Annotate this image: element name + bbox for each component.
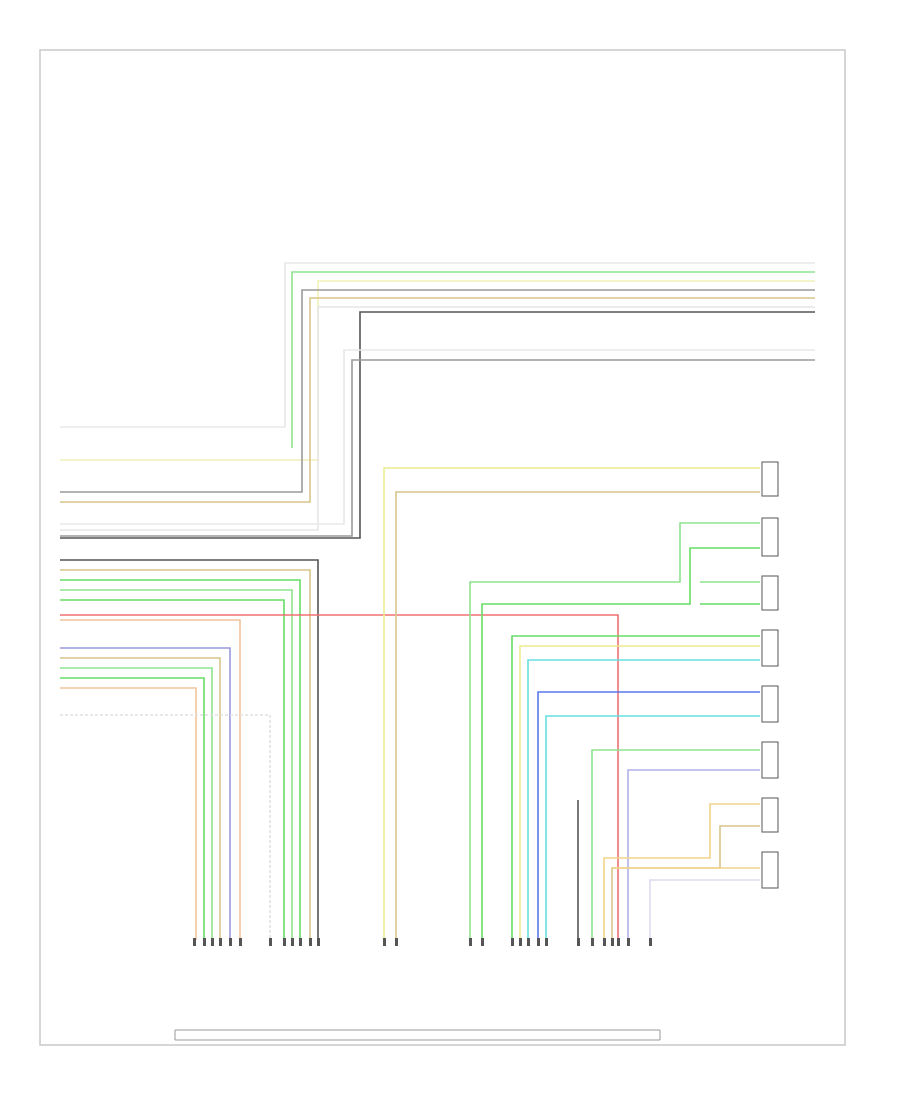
wire-right-9: [527, 659, 760, 940]
wire-right-10: [537, 691, 760, 940]
component-2: [761, 517, 779, 557]
wire-right-13: [627, 769, 760, 940]
wire-left-2: [60, 569, 311, 940]
wire-right-1: [383, 467, 760, 940]
wire-left-5: [60, 599, 285, 940]
connector-pins: [193, 938, 652, 946]
bottom-connector: [174, 1029, 661, 1041]
wire-left-1: [60, 559, 319, 940]
wire-right-2: [395, 491, 760, 940]
component-8: [761, 851, 779, 889]
wire-left-7: [60, 647, 231, 940]
wire-left-9: [60, 667, 213, 940]
wire-right-7: [511, 635, 760, 940]
wire-right-14: [603, 803, 760, 940]
wire-upper-7: [60, 311, 815, 539]
component-3: [761, 575, 779, 611]
wire-upper-5: [60, 297, 815, 503]
wire-upper-3: [60, 280, 815, 461]
wire-right-8: [519, 645, 760, 940]
right-bundle: [383, 467, 760, 940]
wire-left-6: [60, 619, 241, 940]
wire-upper-4: [60, 289, 815, 493]
wire-upper-9: [60, 359, 815, 537]
wire-upper-1: [60, 262, 815, 428]
wire-right-15: [611, 825, 760, 940]
upper-wire-group: [60, 262, 815, 539]
left-bundle: [60, 559, 319, 940]
wire-red: [60, 614, 619, 940]
component-6: [761, 741, 779, 779]
component-7: [761, 797, 779, 833]
wire-left-11: [60, 687, 197, 940]
wire-right-3: [469, 522, 760, 940]
wire-upper-2: [291, 271, 815, 448]
wire-upper-8: [60, 349, 815, 525]
wire-right-4: [481, 547, 760, 940]
component-symbols: [761, 461, 779, 889]
component-5: [761, 685, 779, 723]
wire-left-12: [60, 714, 271, 940]
wire-right-17: [649, 879, 760, 940]
component-4: [761, 629, 779, 667]
component-1: [761, 461, 779, 497]
wire-left-10: [60, 677, 205, 940]
wire-right-11: [545, 715, 760, 940]
wire-left-8: [60, 657, 221, 940]
wire-upper-6: [60, 306, 815, 531]
diagram-frame: [39, 49, 846, 1046]
wire-left-3: [60, 579, 301, 940]
wire-right-12: [591, 749, 760, 940]
wire-left-4: [60, 589, 293, 940]
